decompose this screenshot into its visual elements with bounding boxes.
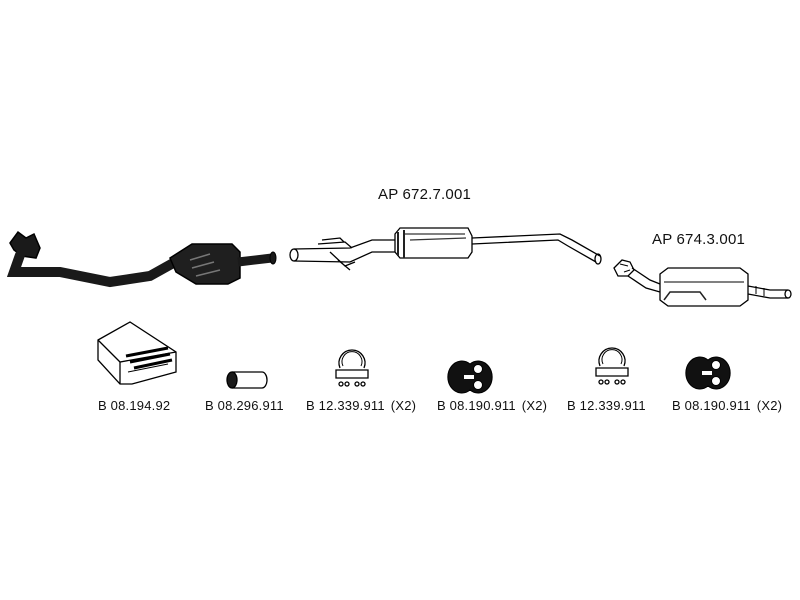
- part-code: B 12.339.911: [567, 398, 646, 413]
- rubber-hanger-icon: [685, 356, 731, 390]
- rubber-hanger-icon: [447, 360, 493, 394]
- part-code: B 12.339.911: [306, 398, 385, 413]
- rear-muffler-icon: [613, 259, 792, 307]
- exhaust-clamp-icon: [595, 347, 629, 385]
- exhaust-clamp-icon: [335, 349, 369, 387]
- part-label-clamp: B 12.339.911 (X2): [306, 398, 416, 413]
- part-qty: (X2): [756, 398, 783, 413]
- front-pipe-catalytic-converter-icon: [6, 230, 277, 288]
- center-muffler-pipe-icon: [289, 227, 602, 271]
- part-code: B 08.190.911: [672, 398, 751, 413]
- mounting-kit-box-icon: [97, 321, 177, 385]
- part-label-mounting-kit: B 08.194.92: [98, 398, 170, 413]
- part-qty: (X2): [390, 398, 417, 413]
- part-label-hanger: B 08.190.911 (X2): [437, 398, 547, 413]
- part-label-clamp: B 12.339.911: [567, 398, 646, 413]
- part-qty: (X2): [521, 398, 548, 413]
- assembly-label-center: AP 672.7.001: [378, 186, 472, 203]
- part-code: B 08.194.92: [98, 398, 171, 413]
- part-code: B 08.190.911: [437, 398, 516, 413]
- part-label-pipe-sleeve: B 08.296.911: [205, 398, 284, 413]
- part-label-hanger: B 08.190.911 (X2): [672, 398, 782, 413]
- pipe-sleeve-icon: [226, 371, 268, 389]
- assembly-label-rear: AP 674.3.001: [652, 231, 746, 248]
- part-code: B 08.296.911: [205, 398, 284, 413]
